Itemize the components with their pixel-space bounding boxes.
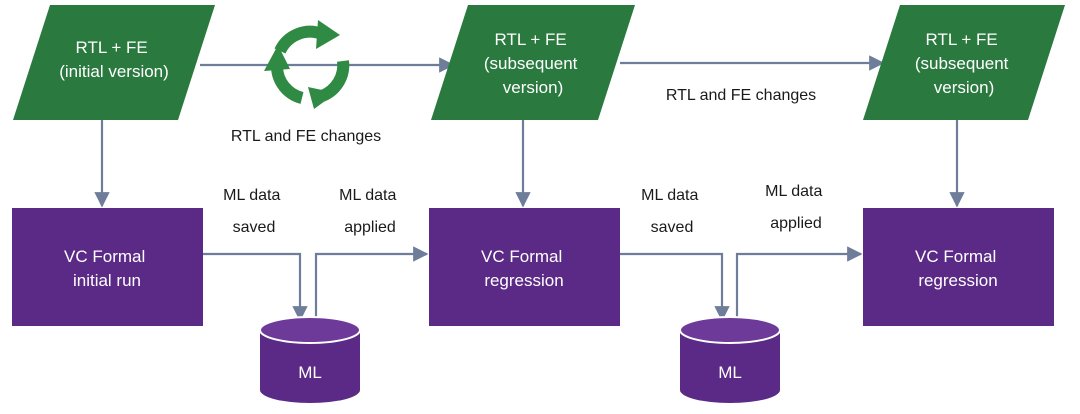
label-changes-1: RTL and FE changes xyxy=(231,128,381,145)
database-label: ML xyxy=(298,363,322,382)
process-label-regression-1: VC Formal regression xyxy=(481,247,567,290)
input-label-subsequent-1: RTL + FE (subsequent version) xyxy=(484,30,582,97)
arrow-db1-to-process2 xyxy=(314,246,429,330)
process-node-initial-run xyxy=(12,208,203,326)
process-shapes xyxy=(12,208,1054,326)
input-node-subsequent-1 xyxy=(431,5,635,120)
ml-database-1: ML xyxy=(259,316,361,403)
database-label: ML xyxy=(718,363,742,382)
process-label-initial-run: VC Formal initial run xyxy=(64,247,150,290)
input-node-initial xyxy=(13,5,215,120)
process-node-regression-2 xyxy=(863,208,1054,326)
label-ml-data-applied-1: ML data applied xyxy=(339,187,401,236)
label-ml-data-saved-1: ML data saved xyxy=(223,187,285,236)
database-cylinder-body xyxy=(260,330,360,403)
connectors xyxy=(94,55,965,330)
label-changes-2: RTL and FE changes xyxy=(666,87,816,104)
input-shapes xyxy=(13,5,1065,120)
database-cylinder-top xyxy=(679,316,781,344)
ml-database-2: ML xyxy=(679,316,781,403)
input-node-subsequent-2 xyxy=(863,5,1065,120)
process-label-regression-2: VC Formal regression xyxy=(915,247,1001,290)
label-ml-data-saved-2: ML data saved xyxy=(641,187,703,236)
input-label-initial: RTL + FE (initial version) xyxy=(59,38,169,81)
process-node-regression-1 xyxy=(429,208,620,326)
arrow-db2-to-process3 xyxy=(735,246,863,330)
label-ml-data-applied-2: ML data applied xyxy=(765,183,827,232)
refresh-cycle-icon xyxy=(264,20,350,109)
database-cylinder-top xyxy=(259,316,361,344)
input-label-subsequent-2: RTL + FE (subsequent version) xyxy=(915,30,1013,97)
arrow-process1-to-db1 xyxy=(203,252,308,322)
database-cylinder-body xyxy=(680,330,780,403)
arrow-process2-to-db2 xyxy=(620,252,730,322)
